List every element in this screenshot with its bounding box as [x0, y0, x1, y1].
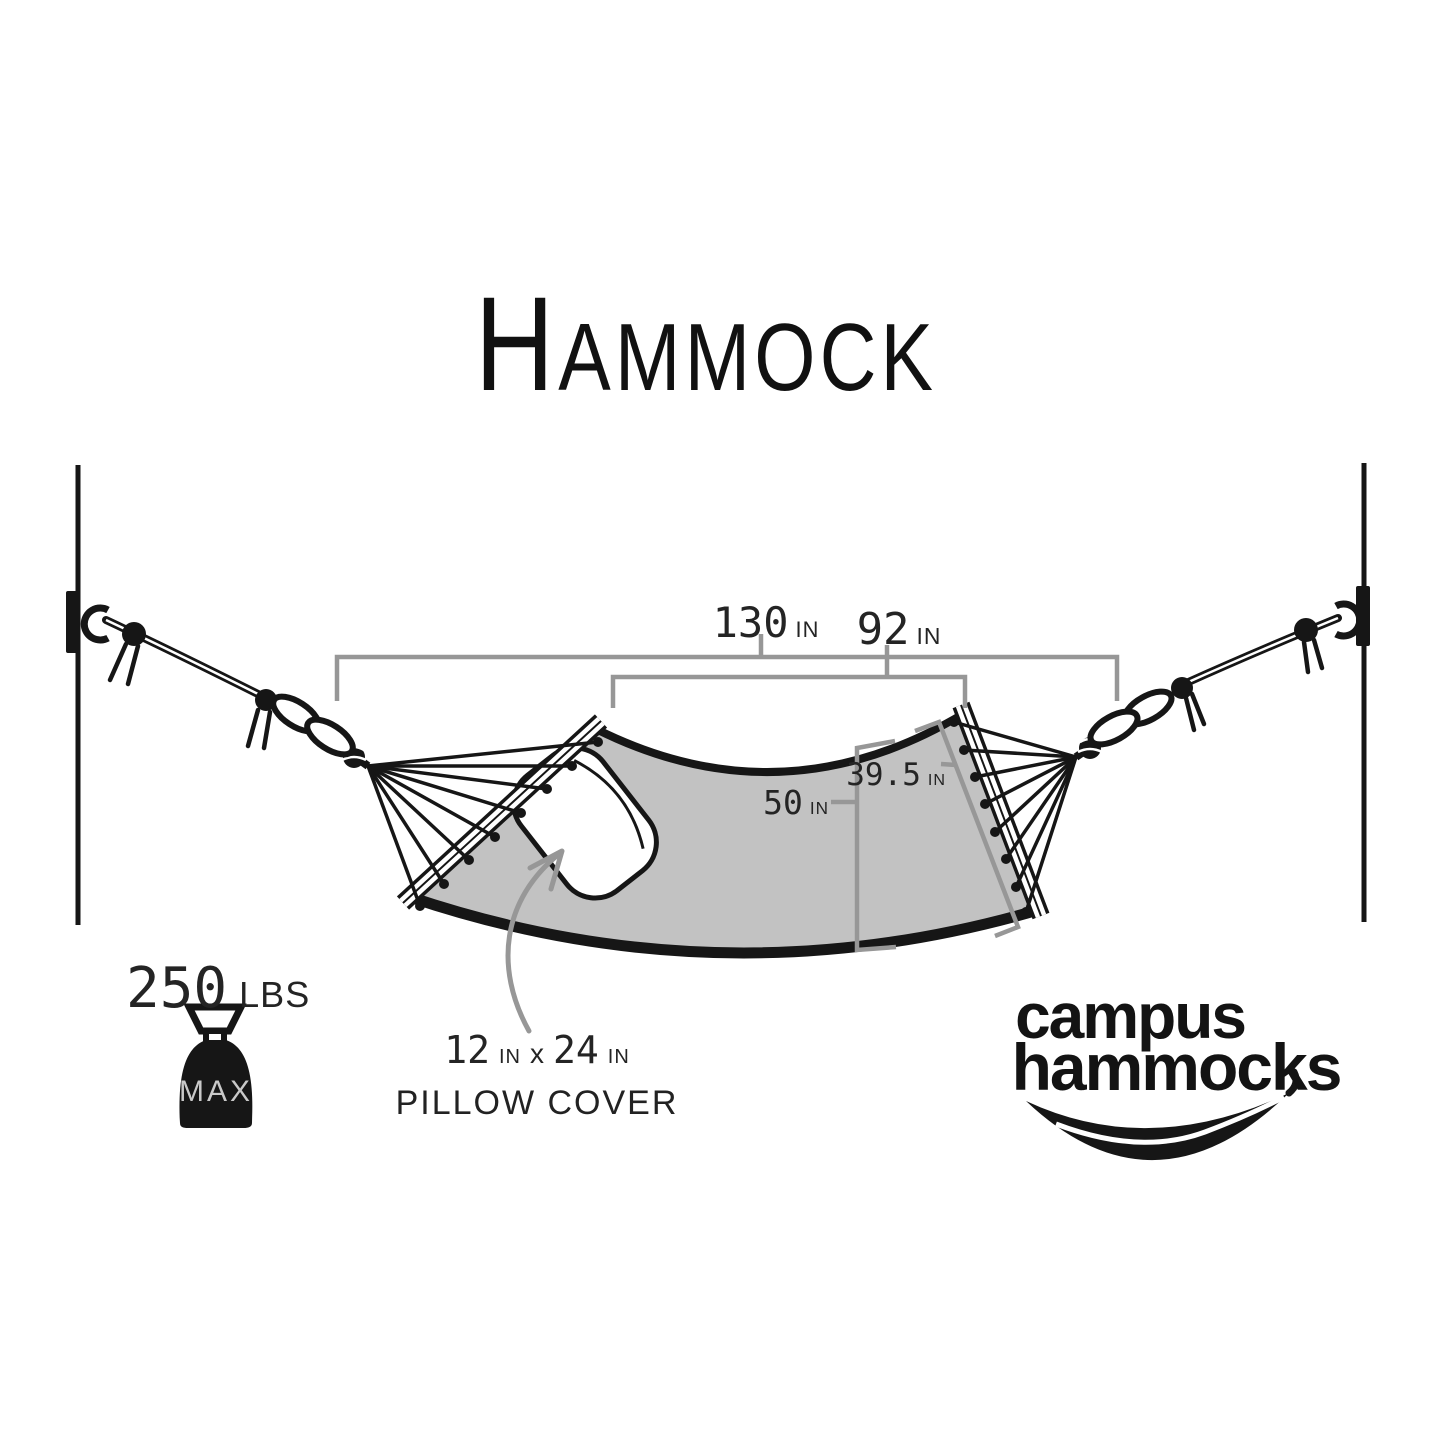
dim-bed-width-value: 50	[763, 783, 803, 822]
hammock-swoosh-icon	[1026, 1068, 1300, 1161]
dim-bed-length-value: 92	[856, 604, 910, 655]
weight-max-icon	[179, 1003, 253, 1128]
pillow-times: x	[530, 1038, 544, 1069]
rope-toggle-links	[270, 688, 1175, 758]
dim-overall-length: 130 IN	[713, 598, 820, 647]
dim-50-bracket	[854, 738, 897, 953]
weight-capacity: 250 LBS	[126, 956, 310, 1021]
pillow-height-unit: IN	[607, 1046, 630, 1068]
brand-word-hammocks: hammocks	[1011, 1030, 1343, 1104]
pillow-arrow-icon	[505, 848, 565, 1034]
hammock-bed	[404, 710, 1044, 959]
dim-130-bracket	[334, 654, 1120, 701]
dim-overall-unit: IN	[795, 617, 820, 642]
pillow-height-value: 24	[553, 1028, 599, 1072]
page-title: Hammock	[474, 270, 938, 419]
pillow-width-unit: IN	[499, 1046, 521, 1068]
dim-39-bracket	[914, 719, 1021, 939]
dimension-lines	[334, 634, 1120, 953]
brand-word-campus: campus	[1015, 980, 1247, 1052]
dim-bed-width-unit: IN	[809, 798, 829, 818]
weight-max-label: MAX	[178, 1075, 254, 1108]
dim-bed-length: 92 IN	[857, 604, 942, 655]
pillow-size: 12 IN x 24 IN	[444, 1028, 630, 1072]
pillow-label: PILLOW COVER	[395, 1084, 679, 1122]
weight-capacity-unit: LBS	[239, 974, 311, 1015]
weight-capacity-value: 250	[126, 956, 228, 1021]
dim-bed-width: 50 IN	[763, 783, 829, 822]
wall-hook-icon	[1334, 600, 1364, 640]
wall-right	[1334, 463, 1370, 922]
dim-bar-width-unit: IN	[927, 771, 946, 789]
wall-left	[66, 465, 110, 925]
pillow-width-value: 12	[444, 1028, 490, 1072]
string-fan-right	[953, 720, 1078, 913]
rope-knot-icon	[107, 618, 1325, 768]
dim-bar-width: 39.5 IN	[846, 757, 946, 793]
dim-bar-width-value: 39.5	[846, 757, 921, 793]
dim-39-leader	[940, 761, 957, 768]
wall-hook-icon	[80, 604, 110, 644]
dim-92-bracket	[610, 674, 968, 708]
dim-overall-value: 130	[712, 598, 789, 647]
string-fan-left	[366, 740, 599, 907]
spreader-bar-right	[952, 701, 1050, 920]
dim-bed-length-unit: IN	[916, 623, 942, 649]
bar-knobs	[415, 717, 1031, 917]
